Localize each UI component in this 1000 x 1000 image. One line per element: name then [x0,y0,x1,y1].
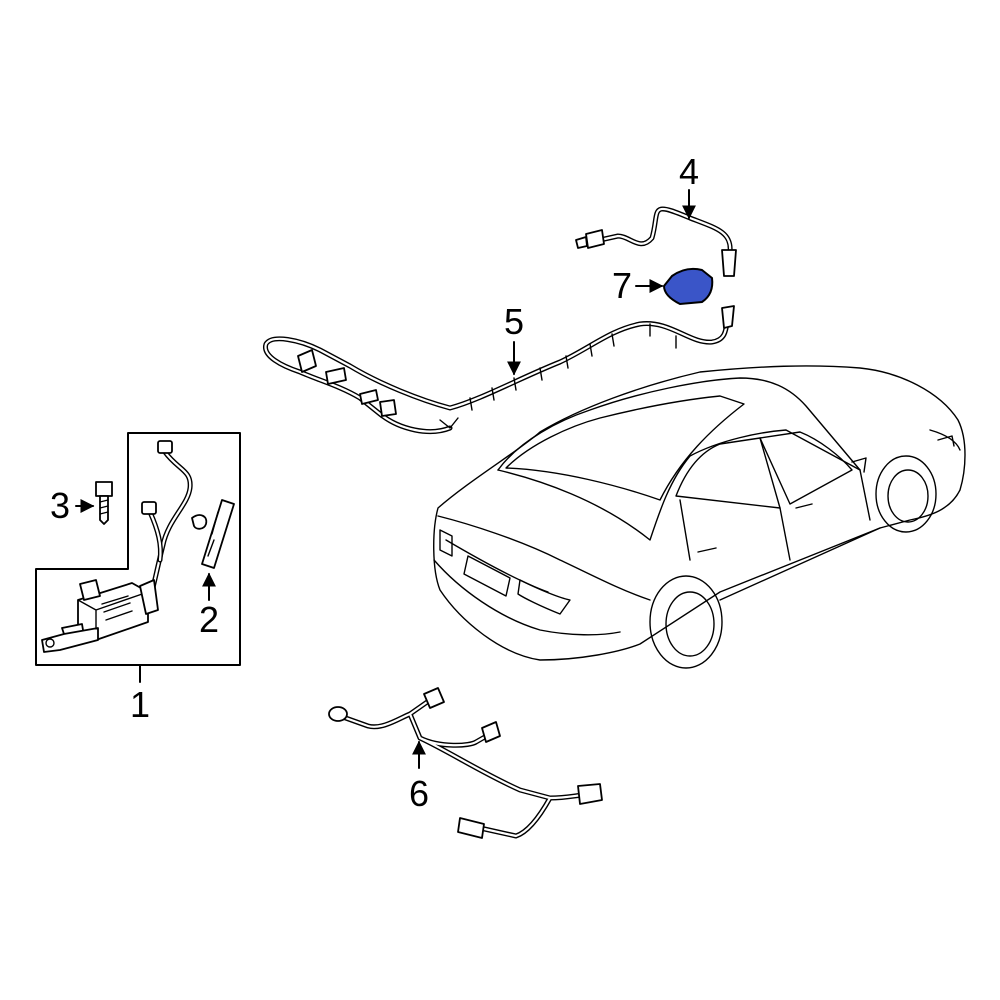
part-1-group[interactable]: 1 2 [35,432,241,725]
antenna-cable-part-4[interactable]: 4 [575,151,737,277]
callout-6-label: 6 [409,773,429,814]
antenna-amplifier-module[interactable] [41,440,193,653]
antenna-harness-part-5[interactable]: 5 [263,301,735,434]
callout-7-label: 7 [612,265,632,306]
callout-1-label: 1 [130,684,150,725]
callout-2-label: 2 [199,599,219,640]
antenna-pad-part-7[interactable]: 7 [612,265,714,306]
part-1-bounding-box [35,432,241,666]
bolt-part-3[interactable]: 3 [50,481,113,526]
vehicle-illustration [433,365,966,669]
callout-3-label: 3 [50,485,70,526]
callout-4-label: 4 [679,151,699,192]
highlighted-pad [662,267,714,306]
harness-clip-part-2[interactable]: 2 [191,499,235,640]
callout-5-label: 5 [504,301,524,342]
antenna-harness-part-6[interactable]: 6 [328,687,603,839]
